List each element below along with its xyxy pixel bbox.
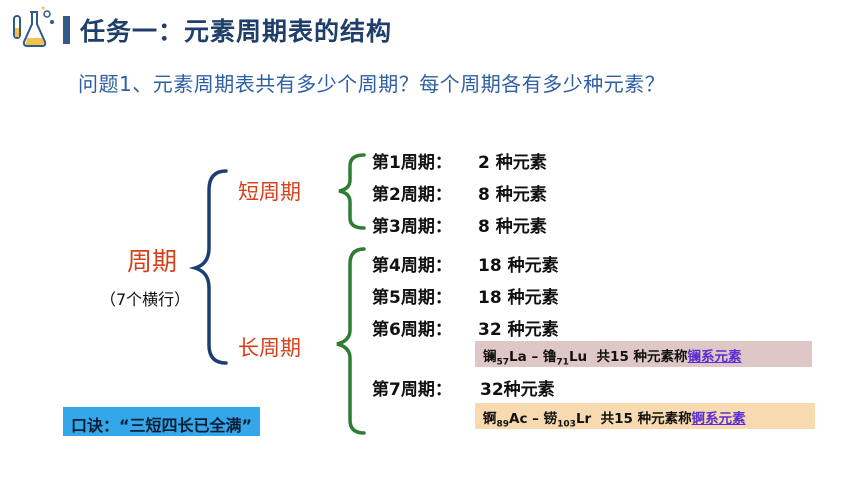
mnemonic-box: 口诀：“三短四长已全满”: [63, 407, 261, 436]
period-brace: [188, 169, 228, 365]
short-period-brace: [338, 153, 366, 230]
period-name: 第5周期：: [372, 288, 452, 308]
period-row-7: 第7周期： 32种元素: [372, 375, 555, 400]
note-dash: –: [526, 349, 543, 365]
actinide-link[interactable]: 锕系元素: [691, 411, 746, 427]
note-text: 共15 种元素称: [591, 411, 692, 427]
note-start-symbol: La: [509, 349, 527, 365]
note-end-symbol: Lu: [568, 349, 588, 365]
long-period-label: 长周期: [238, 336, 301, 360]
note-start-number: 57: [496, 357, 510, 368]
note-end-symbol: Lr: [575, 411, 592, 427]
note-dash: –: [527, 411, 544, 427]
period-name: 第1周期：: [372, 153, 452, 173]
note-start-name: 镧: [483, 349, 497, 365]
question-text: 问题1、元素周期表共有多少个周期？每个周期各有多少种元素？: [78, 72, 666, 96]
period-row-1: 第1周期： 2 种元素: [372, 148, 547, 173]
period-row-4: 第4周期： 18 种元素: [372, 251, 559, 276]
period-name: 第2周期：: [372, 185, 452, 205]
period-count: 32种元素: [480, 380, 555, 400]
period-row-2: 第2周期： 8 种元素: [372, 180, 547, 205]
period-row-6: 第6周期： 32 种元素: [372, 315, 559, 340]
page-title: 任务一：元素周期表的结构: [80, 17, 393, 46]
short-period-label: 短周期: [238, 180, 301, 204]
period-row-3: 第3周期： 8 种元素: [372, 212, 547, 237]
period-count: 8 种元素: [478, 217, 547, 237]
actinide-note: 锕89Ac – 铹103Lr 共15 种元素称锕系元素: [475, 403, 815, 430]
title-accent-bar: [63, 16, 70, 44]
lanthanide-link[interactable]: 镧系元素: [687, 349, 742, 365]
note-start-symbol: Ac: [509, 411, 528, 427]
period-root-sublabel: （7个横行）: [100, 290, 191, 309]
note-end-number: 103: [557, 419, 576, 430]
note-end-number: 71: [556, 357, 569, 368]
period-count: 32 种元素: [478, 320, 559, 340]
period-row-5: 第5周期： 18 种元素: [372, 283, 559, 308]
lanthanide-note: 镧57La – 镥71Lu 共15 种元素称镧系元素: [475, 341, 812, 368]
note-end-name: 铹: [543, 411, 558, 427]
chemistry-flask-icon: [13, 6, 54, 47]
period-count: 18 种元素: [478, 288, 559, 308]
note-start-number: 89: [496, 419, 510, 430]
period-name: 第7周期：: [372, 380, 452, 400]
note-start-name: 锕: [483, 411, 497, 427]
note-text: 共15 种元素称: [587, 349, 688, 365]
period-count: 8 种元素: [478, 185, 547, 205]
period-name: 第6周期：: [372, 320, 452, 340]
long-period-brace: [336, 247, 366, 435]
period-count: 2 种元素: [478, 153, 547, 173]
note-end-name: 镥: [542, 349, 557, 365]
period-name: 第4周期：: [372, 256, 452, 276]
period-count: 18 种元素: [478, 256, 559, 276]
period-root-label: 周期: [127, 247, 178, 276]
period-name: 第3周期：: [372, 217, 452, 237]
